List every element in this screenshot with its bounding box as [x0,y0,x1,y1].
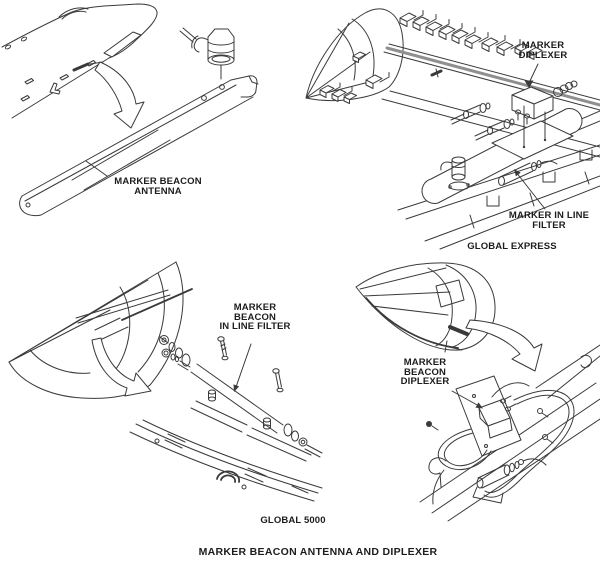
marker-in-line-filter-label: MARKER IN LINE FILTER [509,211,589,230]
antenna-location-mark [448,325,469,336]
label-line: MARKER [403,357,447,368]
callout-arrow [465,319,543,372]
global5000-nose-left [8,261,193,399]
marker-beacon-diplexer-box [478,395,517,439]
label-line: ANTENNA [134,185,182,197]
global5000-diplexer-illustration [355,262,600,522]
antenna-location-illustration [1,3,259,217]
cable-hook [428,457,447,488]
coax-stub-connector [161,348,191,371]
mounting-plate [491,120,574,160]
diplexer-install-detail [419,344,600,522]
global-5000-caption: GLOBAL 5000 [260,515,326,526]
leader-arrowhead [475,402,483,409]
callout-arrow [91,337,152,397]
elbow-connector [440,156,470,191]
marker-beacon-antenna-label: MARKER BEACON ANTENNA [114,177,201,196]
global-express-illustration [305,8,600,250]
label-line: IN LINE FILTER [219,321,291,333]
screw [217,336,229,361]
grommet [216,470,241,483]
global-express-rack-detail [397,80,600,250]
spring-clip [580,354,592,368]
marker-diplexer-box [511,80,578,125]
filter-cylinder [472,458,547,504]
marker-beacon-in-line-filter-label: MARKER BEACON IN LINE FILTER [219,303,290,332]
label-line: MARKER BEACON [114,176,202,187]
spacer [208,389,216,402]
global-express-caption: GLOBAL EXPRESS [467,241,557,252]
in-line-filter-assembly [129,335,323,502]
label-line: MARKER [521,40,565,51]
avionics-boxes-row [399,10,543,60]
label-line: FILTER [532,219,566,231]
screw [272,368,284,393]
coax-cable-loop [421,108,583,204]
leader-arrowhead [514,169,521,177]
marker-beacon-antenna-blade [19,75,259,217]
leader-arrowhead [524,80,534,88]
figure-title: MARKER BEACON ANTENNA AND DIPLEXER [198,546,438,558]
windshield [103,31,142,58]
global5000-nose-right [355,262,496,353]
marker-diplexer-label: MARKER DIPLEXER [519,41,568,60]
label-line: DIPLEXER [518,49,568,61]
callout-arrow [94,61,145,129]
global5000-filter-illustration [8,261,323,502]
equipment-rail-band [385,46,600,107]
label-line: DIPLEXER [400,376,450,388]
coax-connectors [450,102,515,141]
marker-beacon-diplexer-label: MARKER BEACON DIPLEXER [401,358,450,387]
antenna-coax-connector [179,27,235,80]
label-line: MARKER [233,302,277,313]
leader-arrowhead [233,384,240,392]
label-line: BEACON [233,311,277,323]
label-line: BEACON [403,366,447,378]
spacer [263,417,271,430]
global-express-nose [305,8,404,104]
antenna-location-mark [72,62,90,72]
label-line: MARKER IN LINE [508,210,590,221]
